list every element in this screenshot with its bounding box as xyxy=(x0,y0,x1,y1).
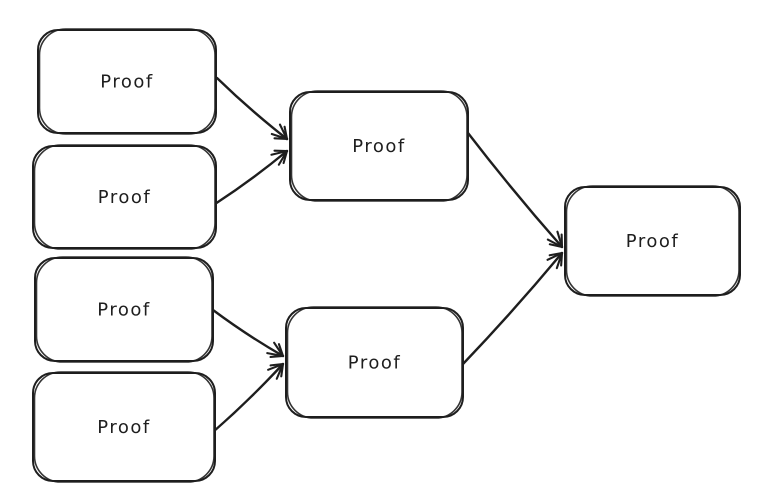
arrow-left-2-to-mid-top xyxy=(213,149,289,206)
node-label: Proof xyxy=(352,136,405,157)
proof-node-left-3: Proof xyxy=(34,256,214,363)
arrow-mid-bottom-to-root xyxy=(461,251,564,366)
proof-node-left-1: Proof xyxy=(37,28,217,135)
node-label: Proof xyxy=(626,231,679,252)
proof-node-left-2: Proof xyxy=(32,144,217,250)
proof-node-mid-top: Proof xyxy=(289,90,469,202)
node-label: Proof xyxy=(98,187,151,208)
edges-layer xyxy=(211,76,564,434)
proof-node-left-4: Proof xyxy=(32,371,216,483)
node-label: Proof xyxy=(97,300,150,321)
arrow-mid-top-to-root xyxy=(466,131,564,249)
node-label: Proof xyxy=(97,417,150,438)
proof-node-mid-bottom: Proof xyxy=(285,306,464,419)
proof-node-root: Proof xyxy=(564,185,741,297)
arrow-left-3-to-mid-bottom xyxy=(211,308,285,359)
arrow-left-1-to-mid-top xyxy=(215,76,289,141)
node-label: Proof xyxy=(100,72,153,93)
arrow-left-4-to-mid-bottom xyxy=(211,362,285,434)
node-label: Proof xyxy=(348,353,401,374)
